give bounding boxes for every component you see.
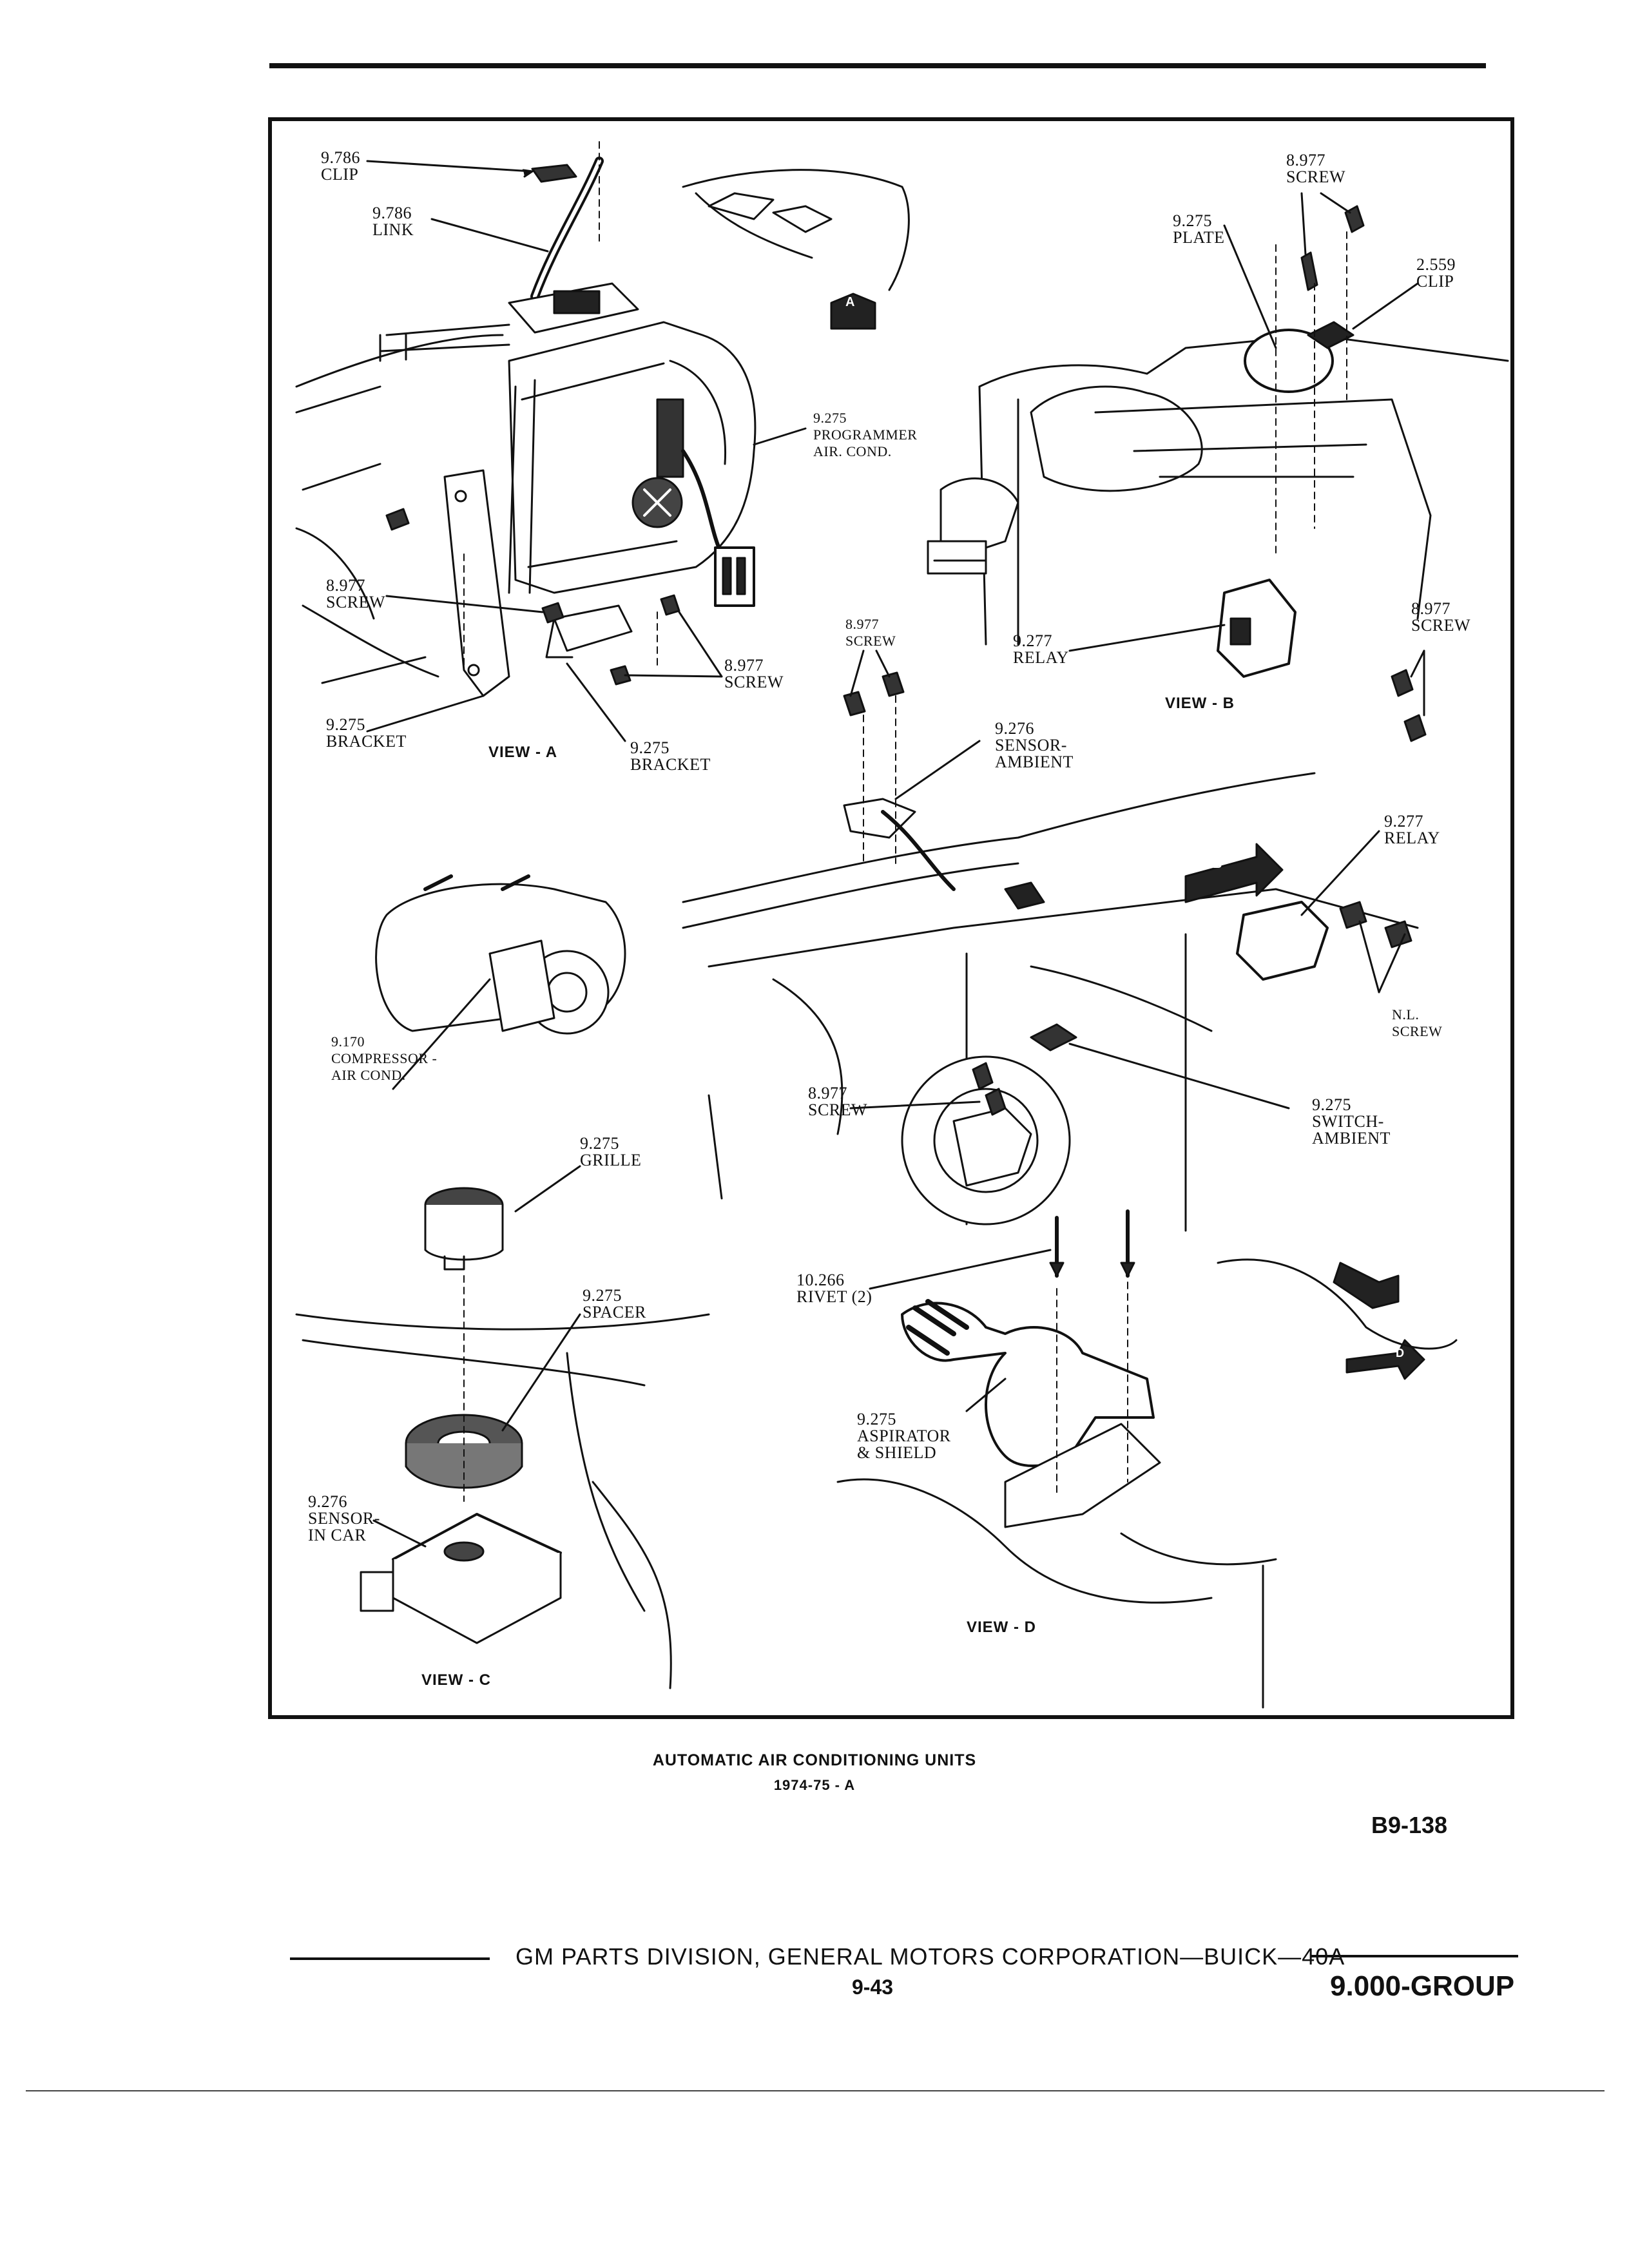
view-d-marker: D bbox=[1396, 1347, 1405, 1360]
figure-caption-subtitle: 1974-75 - A bbox=[773, 1777, 856, 1793]
footer-rule-left bbox=[290, 1957, 490, 1960]
view-d-illustration bbox=[836, 1209, 1458, 1709]
figure-reference: B9-138 bbox=[1371, 1812, 1448, 1838]
bottom-rule bbox=[26, 2090, 1605, 2091]
view-a-title: VIEW - A bbox=[488, 744, 558, 761]
dashboard-sketch bbox=[682, 169, 910, 330]
diagram-frame bbox=[268, 117, 1514, 1719]
view-c-illustration bbox=[295, 1165, 710, 1689]
view-c-title: VIEW - C bbox=[421, 1671, 491, 1689]
view-d-title: VIEW - D bbox=[967, 1619, 1036, 1636]
label-nl-screw: N.L.SCREW bbox=[1392, 1006, 1443, 1039]
view-b-marker: B bbox=[1213, 857, 1223, 871]
view-b-illustration bbox=[927, 192, 1509, 742]
page-number: 9-43 bbox=[852, 1975, 894, 1999]
top-rule bbox=[269, 63, 1486, 68]
view-a-marker: A bbox=[845, 295, 856, 309]
view-c-marker: C bbox=[1379, 1268, 1388, 1281]
engine-bay-illustration bbox=[682, 649, 1419, 1232]
group-number: 9.000-GROUP bbox=[1330, 1970, 1515, 2002]
view-b-title: VIEW - B bbox=[1165, 695, 1235, 712]
view-a-illustration bbox=[295, 141, 807, 742]
footer-rule-right bbox=[1311, 1955, 1518, 1957]
compressor-illustration bbox=[375, 874, 626, 1090]
footer-text: GM PARTS DIVISION, GENERAL MOTORS CORPOR… bbox=[516, 1943, 1345, 1970]
figure-caption-title: AUTOMATIC AIR CONDITIONING UNITS bbox=[652, 1751, 977, 1769]
